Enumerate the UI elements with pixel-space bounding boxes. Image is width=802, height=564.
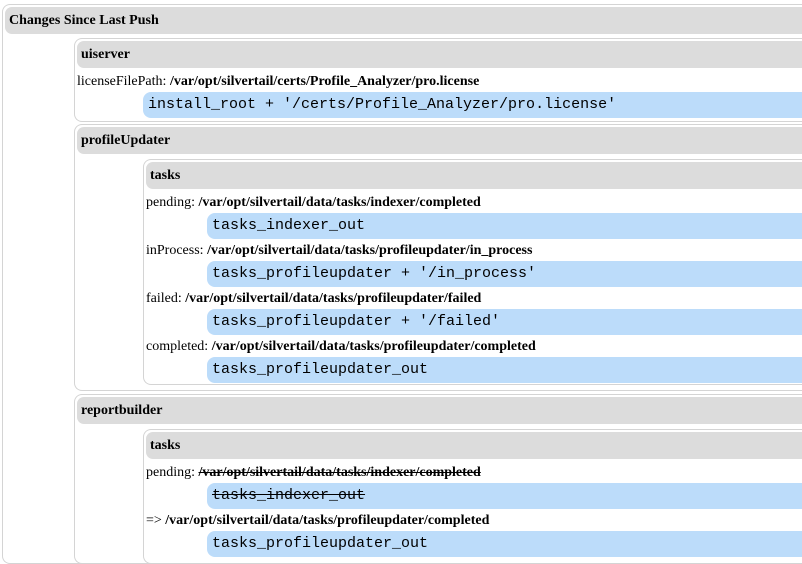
entry-key: pending: (146, 465, 195, 480)
entry-new-value: /var/opt/silvertail/data/tasks/profileup… (165, 513, 490, 528)
page-title: Changes Since Last Push (5, 7, 802, 34)
entry-inprocess: inProcess: /var/opt/silvertail/data/task… (146, 242, 532, 260)
entry-key: failed: (146, 291, 182, 306)
entry-licensefilepath: licenseFilePath: /var/opt/silvertail/cer… (77, 73, 479, 91)
code-failed: tasks_profileupdater + '/failed' (207, 309, 802, 335)
entry-pending-new: => /var/opt/silvertail/data/tasks/profil… (146, 512, 489, 530)
section-header-uiserver: uiserver (77, 41, 802, 68)
entry-value: /var/opt/silvertail/data/tasks/profileup… (211, 339, 536, 354)
entry-key: licenseFilePath: (77, 74, 167, 89)
code-completed: tasks_profileupdater_out (207, 357, 802, 383)
entry-key: inProcess: (146, 243, 204, 258)
entry-failed: failed: /var/opt/silvertail/data/tasks/p… (146, 290, 481, 308)
change-arrow: => (146, 513, 162, 528)
code-pending-old: tasks_indexer_out (207, 483, 802, 509)
subsection-header-tasks: tasks (146, 432, 802, 459)
entry-value: /var/opt/silvertail/data/tasks/profileup… (207, 243, 533, 258)
code-licensefilepath: install_root + '/certs/Profile_Analyzer/… (143, 92, 802, 118)
entry-pending: pending: /var/opt/silvertail/data/tasks/… (146, 194, 481, 212)
entry-completed: completed: /var/opt/silvertail/data/task… (146, 338, 536, 356)
section-header-reportbuilder: reportbuilder (77, 397, 802, 424)
entry-key: completed: (146, 339, 209, 354)
entry-pending-old: pending: /var/opt/silvertail/data/tasks/… (146, 464, 481, 482)
subsection-header-tasks: tasks (146, 162, 802, 189)
code-pending-new: tasks_profileupdater_out (207, 531, 802, 557)
entry-value: /var/opt/silvertail/data/tasks/indexer/c… (198, 195, 481, 210)
code-inprocess: tasks_profileupdater + '/in_process' (207, 261, 802, 287)
entry-value: /var/opt/silvertail/certs/Profile_Analyz… (169, 74, 480, 89)
code-pending: tasks_indexer_out (207, 213, 802, 239)
section-header-profileupdater: profileUpdater (77, 127, 802, 154)
entry-key: pending: (146, 195, 195, 210)
old-code: tasks_indexer_out (212, 487, 366, 504)
entry-old-value: /var/opt/silvertail/data/tasks/indexer/c… (198, 465, 481, 480)
entry-value: /var/opt/silvertail/data/tasks/profileup… (185, 291, 482, 306)
